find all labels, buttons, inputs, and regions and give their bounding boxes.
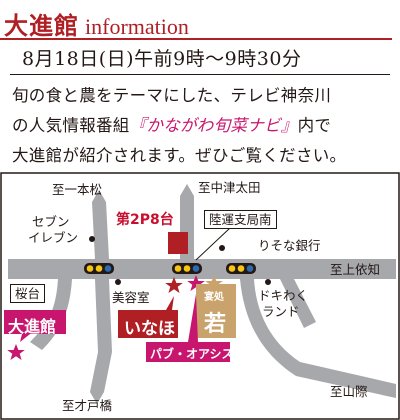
title-jp: 大進館	[4, 11, 79, 40]
signal-center	[172, 263, 202, 274]
road-sayama	[240, 279, 396, 398]
body-line-1: 旬の食と農をテーマにした、テレビ神奈川	[12, 86, 332, 105]
map-canvas	[0, 172, 400, 420]
inaho-pointer	[166, 296, 174, 310]
road-saitobashi	[90, 279, 112, 392]
pub-sign	[146, 342, 230, 362]
pub-star	[187, 275, 205, 291]
parking-lot-block	[168, 232, 188, 254]
rikuun-leader	[195, 227, 231, 261]
road-ippon	[92, 202, 109, 259]
label-rikuun: 陸運支局南	[204, 210, 277, 229]
enjo-star	[205, 275, 223, 291]
label-risona: りそな銀行	[258, 238, 321, 253]
inaho-star	[165, 277, 183, 293]
label-sakuradai: 桜台	[10, 284, 46, 303]
road-diagonal	[280, 279, 316, 328]
body-line-2: の人気情報番組『かながわ旬菜ナビ』内で	[12, 112, 331, 136]
dot-seven	[89, 236, 95, 242]
arrow-saitobashi	[90, 392, 104, 404]
date-rule	[10, 74, 390, 75]
pub-sign-label: パブ・オアシス	[150, 347, 234, 361]
label-saitobashi: 至才戸橋	[62, 398, 113, 413]
label-dokiwaku-1: ドキわく	[258, 288, 309, 303]
title-rule	[0, 38, 392, 40]
body-line-3: 大進館が紹介されます。ぜひご覧ください。	[12, 146, 347, 165]
signal-right	[226, 263, 256, 274]
label-biyoushitsu: 美容室	[112, 290, 150, 305]
inaho-sign-label: いなほ	[124, 319, 175, 339]
label-sayama: 至山際	[330, 384, 368, 399]
dot-biyoushitsu	[115, 279, 121, 285]
body-line-2-pre: の人気情報番組	[12, 116, 130, 135]
dot-dokiwaku	[265, 279, 271, 285]
arrow-nakatsuda	[180, 184, 194, 196]
label-kami-yoriyori: 至上依知	[330, 262, 381, 277]
arrow-ippon	[92, 190, 106, 202]
label-naka-tsuda: 至中津太田	[198, 180, 261, 195]
enjo-sign-large: 若	[204, 312, 227, 337]
broadcast-date: 8月18日(日)午前9時〜9時30分	[22, 48, 302, 70]
access-map: 至一本松 至中津太田 セブン イレブン 第2P8台 陸運支局南 りそな銀行 至上…	[0, 172, 400, 420]
enjo-sign-small: 宴処	[204, 292, 224, 303]
label-ippon-matsu: 至一本松	[52, 182, 103, 197]
pub-pointer	[188, 294, 198, 342]
dot-risona	[219, 245, 225, 251]
title-en: information	[85, 14, 189, 39]
inaho-sign	[118, 310, 178, 338]
label-dokiwaku-2: ランド	[262, 304, 300, 319]
label-seven-2: イレブン	[28, 230, 79, 245]
daishinkan-star	[7, 344, 25, 360]
enjo-sign	[196, 284, 236, 338]
label-parking: 第2P8台	[116, 212, 174, 228]
signal-left	[84, 263, 114, 274]
program-title: 『かながわ旬菜ナビ』	[129, 116, 298, 135]
daishinkan-pointer	[20, 334, 30, 342]
label-seven-1: セブン	[32, 214, 70, 229]
daishinkan-sign-label: 大進館	[8, 317, 57, 336]
daishinkan-sign	[4, 310, 66, 334]
body-line-2-post: 内で	[297, 116, 332, 135]
